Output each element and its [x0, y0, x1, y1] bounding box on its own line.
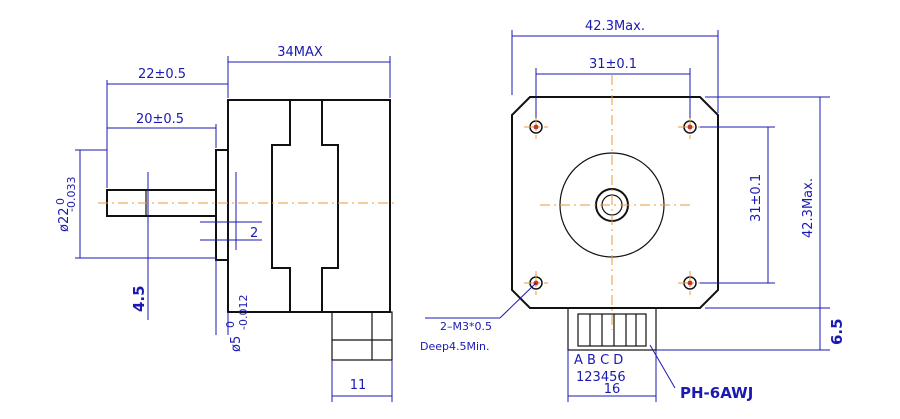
dim-tol-shaft-top: 0	[54, 198, 67, 205]
body-section-right	[321, 100, 339, 312]
dim-tol-shaft-bottom: -0.033	[65, 177, 78, 212]
connector-front	[567, 307, 657, 351]
connector-label: PH-6AWJ	[680, 384, 753, 402]
dim-label-31-side: 31±0.1	[749, 174, 764, 222]
dim-label-20: 20±0.5	[136, 112, 184, 127]
pin-numbers: 123456	[576, 370, 626, 385]
body-section-left	[271, 100, 291, 312]
front-flange	[215, 149, 229, 261]
hole-callout-depth: Deep4.5Min.	[420, 340, 490, 353]
dim-label-2: 2	[250, 226, 258, 241]
connector-side	[331, 311, 393, 361]
dim-label-11: 11	[350, 378, 367, 393]
dim-label-42-3-side: 42.3Max.	[801, 178, 816, 238]
dim-label-dia5: ø5	[229, 336, 244, 352]
mounting-hole-top-right	[678, 115, 702, 139]
mounting-hole-top-left	[524, 115, 548, 139]
mounting-hole-bottom-right	[678, 271, 702, 295]
front-view: 42.3Max. 31±0.1 31±0.1 42.3Max. 6.5 2–M3…	[420, 19, 846, 402]
motor-face	[511, 96, 719, 309]
dim-label-31-top: 31±0.1	[589, 57, 637, 72]
dim-label-4-5: 4.5	[130, 285, 148, 312]
hole-callout-thread: 2–M3*0.5	[440, 320, 492, 333]
dim-label-42-3-top: 42.3Max.	[585, 19, 645, 34]
side-view: 22±0.5 20±0.5 34MAX ø22 0 -0.033 2 4.5	[54, 45, 395, 402]
dim-label-6-5: 6.5	[828, 318, 846, 345]
dim-tol-dia5-bottom: -0.012	[237, 295, 250, 330]
motor-body-side	[227, 99, 391, 313]
dim-tol-dia5-top: 0	[224, 321, 237, 328]
dim-label-16: 16	[604, 382, 621, 397]
dim-label-shaft-dia: ø22	[57, 208, 72, 233]
dim-label-34max: 34MAX	[277, 45, 323, 60]
dim-label-22: 22±0.5	[138, 67, 186, 82]
pin-letters: A B C D	[574, 353, 623, 368]
